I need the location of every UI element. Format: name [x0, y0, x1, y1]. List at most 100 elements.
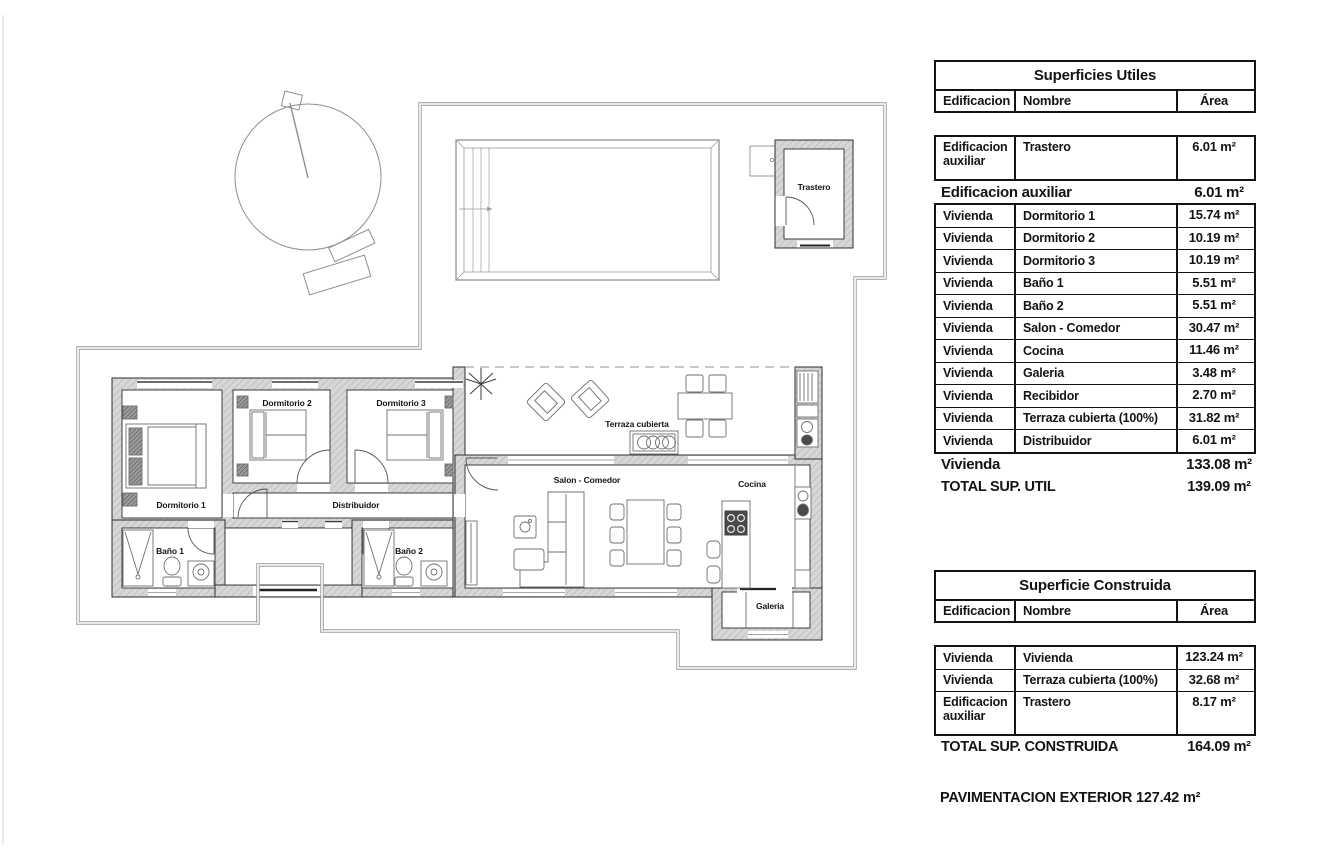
pillow: [128, 457, 143, 486]
column-header-area: Área: [1176, 601, 1250, 621]
table-cell: 32.68 m²: [1176, 669, 1250, 691]
terraza-cubierta: [465, 366, 819, 455]
room-label-dormitorio-1: Dormitorio 1: [156, 500, 206, 510]
door-bano-1: [187, 527, 215, 555]
table-cell: Vivienda: [943, 231, 993, 246]
pavimentacion-exterior-note: PAVIMENTACION EXTERIOR 127.42 m²: [940, 790, 1201, 806]
ottoman: [513, 548, 545, 571]
armchair: [571, 380, 609, 418]
table-cell: 2.70 m²: [1176, 385, 1250, 407]
construida-group-box: Vivienda Vivienda 123.24 m² Vivienda Ter…: [934, 645, 1256, 736]
table-cell: 31.82 m²: [1176, 407, 1250, 429]
door-dormitorio-1: [237, 488, 268, 518]
entrance-porch: [256, 563, 324, 631]
table-cell: Vivienda: [943, 433, 993, 448]
trastero-window: [797, 240, 833, 248]
nightstand: [236, 395, 249, 409]
table-cell: Edificacion auxiliar: [943, 695, 1008, 723]
total-area: 139.09 m²: [1187, 478, 1251, 495]
table-cell: Dormitorio 2: [1014, 227, 1176, 249]
table-cell: 5.51 m²: [1176, 272, 1250, 294]
table-row: Vivienda Dormitorio 1 15.74 m²: [936, 205, 1254, 227]
table-row: Vivienda Distribuidor 6.01 m²: [936, 429, 1254, 452]
table-row: Vivienda Galeria 3.48 m²: [936, 361, 1254, 384]
room-label-bano-1: Baño 1: [156, 546, 184, 556]
toilet: [163, 556, 181, 576]
total-label: TOTAL SUP. CONSTRUIDA: [941, 739, 1119, 755]
table-cell: Distribuidor: [1014, 430, 1176, 452]
trastero-door: [785, 196, 815, 226]
table-cell: 10.19 m²: [1176, 227, 1250, 249]
room-label-dormitorio-3: Dormitorio 3: [376, 398, 426, 408]
table-row: Edificacion auxiliar Trastero 8.17 m²: [936, 691, 1254, 734]
room-label-terraza: Terraza cubierta: [605, 419, 669, 429]
column-header-nombre: Nombre: [1014, 91, 1176, 111]
table-row: Vivienda Salon - Comedor 30.47 m²: [936, 316, 1254, 339]
table-cell: 10.19 m²: [1176, 250, 1250, 272]
table-cell: Baño 2: [1014, 295, 1176, 317]
plant: [465, 368, 497, 400]
table-row: Vivienda Baño 2 5.51 m²: [936, 294, 1254, 317]
nightstand: [236, 463, 249, 477]
table-cell: Salon - Comedor: [1014, 317, 1176, 339]
room-label-salon: Salon - Comedor: [554, 475, 621, 485]
pillow: [128, 427, 143, 456]
table-cell: Vivienda: [943, 276, 993, 291]
nightstand: [122, 492, 138, 507]
fire-pit: [629, 430, 679, 455]
room-label-dormitorio-2: Dormitorio 2: [262, 398, 312, 408]
table-cell: Vivienda: [943, 343, 993, 358]
door-terraza-salon: [465, 457, 499, 491]
aux-subtotal-row: Edificacion auxiliar 6.01 m²: [934, 181, 1256, 203]
table-cell: 123.24 m²: [1176, 647, 1250, 669]
table-cell: Trastero: [1014, 692, 1176, 734]
toilet: [395, 556, 413, 576]
total-sup-util-row: TOTAL SUP. UTIL 139.09 m²: [934, 476, 1256, 498]
table-cell: Vivienda: [943, 321, 993, 336]
table-cell: Recibidor: [1014, 385, 1176, 407]
furniture-salon: [465, 491, 682, 588]
total-sup-construida-row: TOTAL SUP. CONSTRUIDA 164.09 m²: [934, 736, 1256, 758]
column-header-edificacion: Edificacion: [943, 603, 1011, 618]
table-cell: Terraza cubierta (100%): [1014, 407, 1176, 429]
aux-group-box: Edificacion auxiliar Trastero 6.01 m²: [934, 135, 1256, 181]
table-cell: Vivienda: [1014, 647, 1176, 669]
garden-circle: [234, 90, 382, 296]
table-row: Vivienda Vivienda 123.24 m²: [936, 647, 1254, 669]
nightstand: [122, 405, 138, 420]
furniture-dormitorio-1: [122, 405, 207, 507]
table-row: Vivienda Dormitorio 2 10.19 m²: [936, 226, 1254, 249]
table-cell: 30.47 m²: [1176, 317, 1250, 339]
swimming-pool: [455, 139, 720, 281]
table-gap: [934, 113, 1256, 135]
table-cell: 3.48 m²: [1176, 362, 1250, 384]
table-row: Vivienda Recibidor 2.70 m²: [936, 384, 1254, 407]
pillow: [251, 411, 265, 459]
table-cell: Vivienda: [943, 388, 993, 403]
nightstand: [444, 395, 454, 409]
table-row: Vivienda Terraza cubierta (100%) 32.68 m…: [936, 668, 1254, 691]
fixtures-bano-1: [122, 529, 215, 587]
table-cell: Vivienda: [943, 673, 993, 688]
superficie-construida-table: Superficie Construida Edificacion Nombre…: [934, 570, 1256, 758]
furniture-galeria: [745, 592, 794, 628]
table-cell: 11.46 m²: [1176, 340, 1250, 362]
terrace-chairs: [685, 374, 727, 438]
door-dormitorio-2: [296, 449, 331, 484]
subtotal-label: Vivienda: [941, 456, 1001, 473]
table-row: Vivienda Terraza cubierta (100%) 31.82 m…: [936, 406, 1254, 429]
table-cell: Cocina: [1014, 340, 1176, 362]
table-gap: [934, 623, 1256, 645]
table-cell: Vivienda: [943, 208, 993, 223]
door-dormitorio-3: [354, 449, 389, 484]
subtotal-label: Edificacion auxiliar: [941, 183, 1072, 201]
subtotal-area: 6.01 m²: [1194, 183, 1244, 201]
dining-table: [626, 499, 665, 565]
room-recibidor: [224, 527, 353, 586]
total-label: TOTAL SUP. UTIL: [941, 478, 1056, 495]
windows: [137, 380, 788, 638]
table-cell: Vivienda: [943, 650, 993, 665]
armchair: [526, 382, 566, 422]
table-cell: Vivienda: [943, 253, 993, 268]
